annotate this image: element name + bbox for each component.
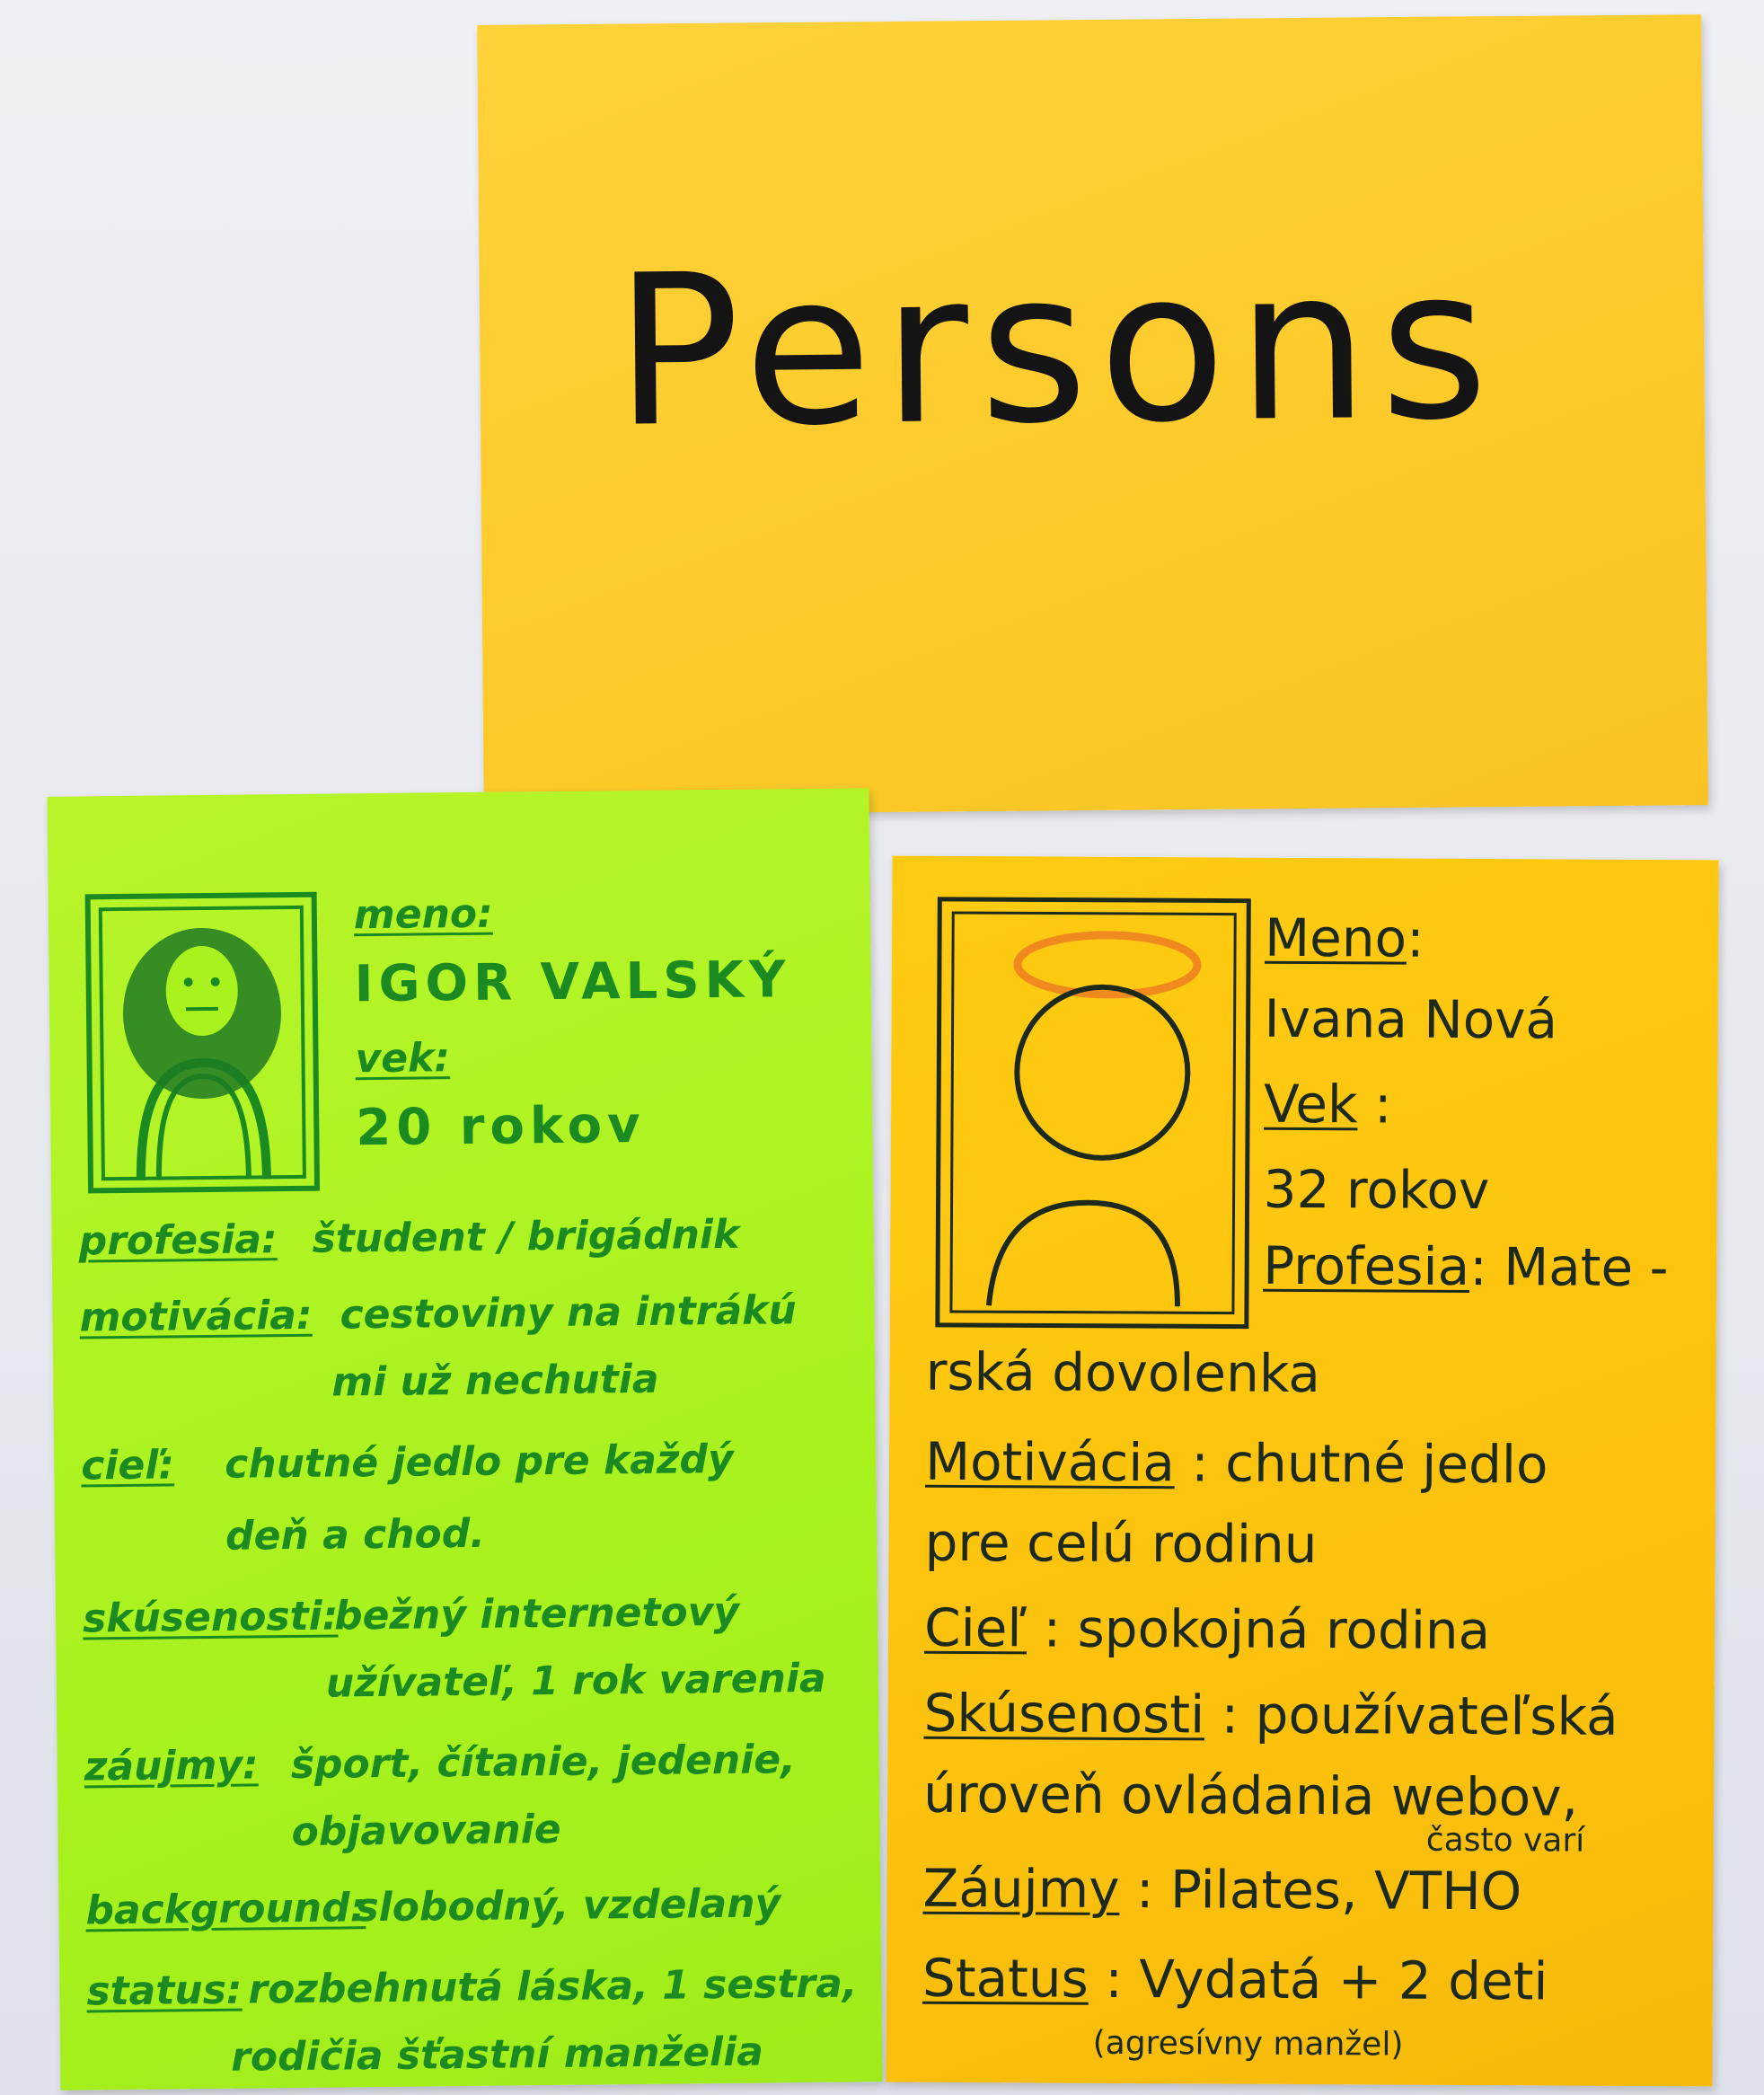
goal-line-2: deň a chod. [225,1510,486,1560]
status-row: Status : Vydatá + 2 deti [922,1948,1548,2012]
motivation-line-2: pre celú rodinu [924,1511,1318,1576]
colon-glyph: : [1088,1948,1140,2011]
interests-line-1: šport, čítanie, jedenie, [290,1737,797,1789]
motivation-line-1: chutné jedlo [1225,1432,1548,1496]
interests-line-2: objavovanie [291,1806,561,1856]
title-text: Persons [613,223,1500,473]
experience-label: skúsenosti: [82,1593,339,1642]
name-label: Meno [1264,906,1407,969]
motivation-row: Motivácia : chutné jedlo [925,1431,1548,1496]
age-label: vek: [355,1035,451,1083]
background-label: background: [85,1885,366,1934]
persona-card-igor: meno: IGOR VALSKÝ vek: 20 rokov profesia… [47,788,883,2091]
goal-row: Cieľ : spokojná rodina [924,1597,1490,1661]
colon-glyph: : [1469,1235,1504,1298]
experience-line-1: bežný internetový [333,1588,740,1640]
experience-line-1: používateľská [1255,1684,1618,1747]
profession-line-1: Mate - [1503,1236,1669,1299]
status-value: Vydatá + 2 deti [1139,1949,1548,2012]
colon-glyph: : [1026,1597,1078,1659]
profession-label: profesia: [78,1216,278,1265]
status-label: status: [86,1967,243,2015]
profession-label: Profesia [1263,1234,1470,1297]
status-line-2: rodičia šťastní manželia [230,2029,764,2081]
profession-row: Profesia: Mate - [1263,1235,1669,1298]
interests-label: Záujmy [922,1857,1120,1920]
portrait-sketch-icon [84,891,321,1194]
age-value: 32 rokov [1263,1158,1490,1222]
name-label: meno: [353,890,493,939]
experience-note: často varí [1425,1821,1585,1860]
experience-line-2: užívateľ, 1 rok varenia [325,1655,826,1707]
status-note: (agresívny manžel) [1092,2024,1404,2064]
age-value: 20 rokov [356,1095,646,1158]
persona-card-ivana: Meno: Ivana Nová Vek : 32 rokov Profesia… [886,855,1719,2087]
colon-glyph: : [1204,1684,1256,1746]
age-label: Vek [1263,1073,1358,1136]
colon-glyph: : [1119,1858,1171,1921]
name-value: IGOR VALSKÝ [354,950,791,1014]
portrait-sketch-icon [935,897,1251,1330]
profession-value: študent / brigádnik [312,1211,740,1262]
goal-value: spokojná rodina [1077,1597,1491,1662]
experience-label: Skúsenosti [923,1682,1205,1746]
experience-row: Skúsenosti : používateľská [923,1683,1618,1747]
goal-label: cieľ: [81,1442,175,1489]
age-row: Vek : [1264,1074,1392,1136]
colon-glyph: : [1406,907,1424,969]
goal-label: Cieľ [923,1596,1028,1659]
name-value: Ivana Nová [1264,987,1558,1051]
motivation-line-1: cestoviny na intrákú [340,1287,798,1339]
background-value: slobodný, vzdelaný [355,1880,781,1931]
name-row: Meno: [1265,907,1424,969]
goal-line-1: chutné jedlo pre každý [225,1436,734,1488]
colon-glyph: : [1357,1074,1392,1136]
interests-value: Pilates, VTHO [1169,1859,1522,1923]
interests-row: Záujmy : Pilates, VTHO [922,1858,1521,1922]
motivation-label: Motivácia [924,1430,1176,1494]
title-note: Persons [477,14,1708,816]
motivation-label: motivácia: [79,1292,313,1341]
interests-label: záujmy: [84,1742,259,1790]
motivation-line-2: mi už nechutia [331,1356,659,1406]
experience-line-2: úroveň ovládania webov, [922,1763,1579,1828]
colon-glyph: : [1174,1432,1226,1494]
profession-line-2: rská dovolenka [925,1340,1321,1405]
status-label: Status [922,1947,1089,2010]
status-line-1: rozbehnutá láska, 1 sestra, [248,1960,858,2013]
